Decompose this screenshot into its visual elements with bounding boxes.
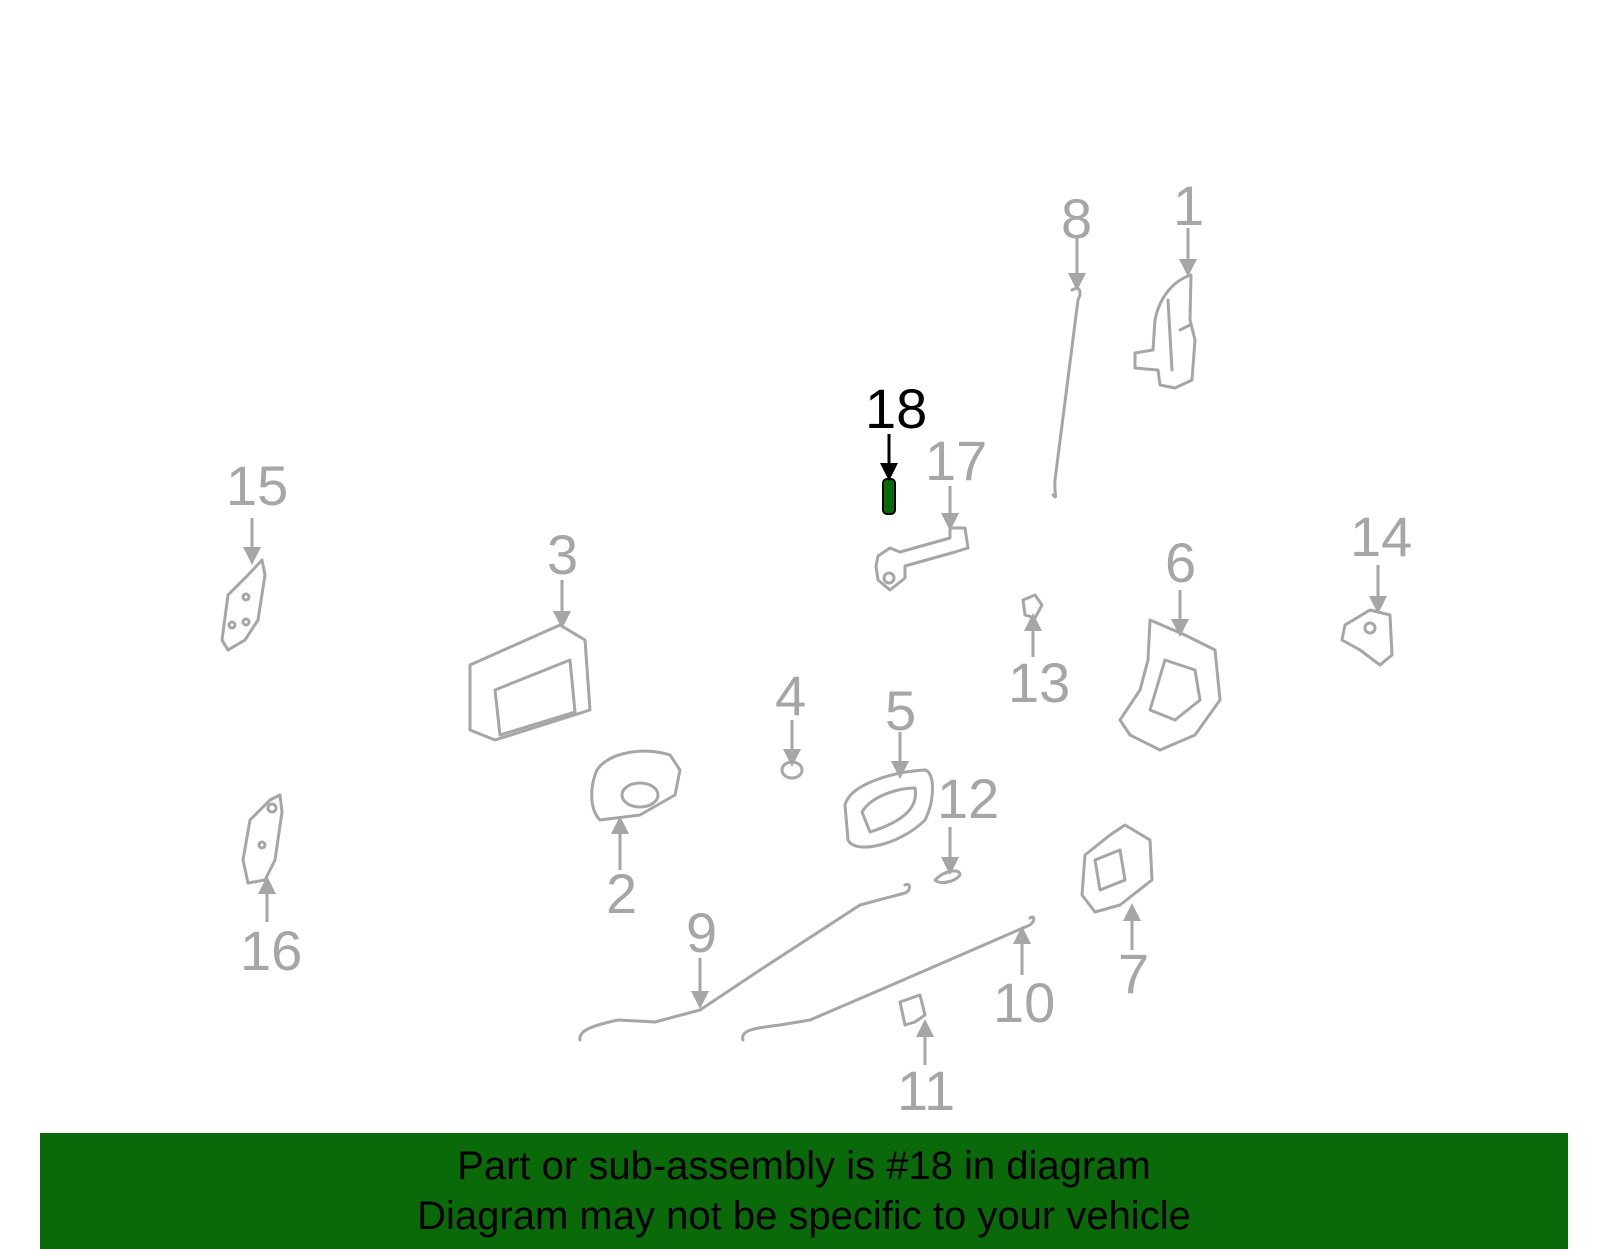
callout-15: 15 — [226, 454, 288, 517]
callout-18: 18 — [865, 377, 927, 440]
part-6-latch[interactable]: 6 — [1118, 531, 1222, 752]
part-14-striker[interactable]: 14 — [1340, 505, 1412, 667]
part-9-rod[interactable]: 9 — [578, 882, 911, 1042]
callout-9: 9 — [686, 901, 717, 964]
part-16-hinge[interactable]: 16 — [240, 793, 302, 982]
part-10-rod[interactable]: 10 — [741, 915, 1056, 1042]
part-1-outer-handle[interactable]: 1 — [1133, 174, 1204, 390]
part-11-bracket[interactable]: 11 — [897, 993, 955, 1122]
callout-8: 8 — [1061, 187, 1092, 250]
callout-3: 3 — [547, 523, 578, 586]
callout-14: 14 — [1350, 505, 1412, 568]
part-7-actuator[interactable]: 7 — [1080, 823, 1154, 1005]
part-5-escutcheon[interactable]: 5 — [843, 679, 934, 849]
callout-17: 17 — [925, 429, 987, 492]
callout-1: 1 — [1173, 174, 1204, 237]
part-4-clip[interactable]: 4 — [775, 664, 806, 780]
callout-4: 4 — [775, 664, 806, 727]
part-8-rod[interactable]: 8 — [1051, 187, 1092, 499]
info-banner: Part or sub-assembly is #18 in diagram D… — [40, 1133, 1568, 1249]
part-13-grommet[interactable]: 13 — [1008, 593, 1070, 714]
callout-5: 5 — [885, 679, 916, 742]
banner-line-2: Diagram may not be specific to your vehi… — [417, 1194, 1191, 1238]
callout-16: 16 — [240, 919, 302, 982]
callout-7: 7 — [1118, 942, 1149, 1005]
part-18-highlighted[interactable]: 18 — [865, 377, 927, 515]
callout-6: 6 — [1165, 531, 1196, 594]
part-17-door-check[interactable]: 17 — [874, 429, 987, 592]
banner-line-1: Part or sub-assembly is #18 in diagram — [457, 1144, 1151, 1188]
part-3-bezel[interactable]: 3 — [468, 523, 592, 742]
callout-11: 11 — [897, 1059, 955, 1122]
part-12-clip[interactable]: 12 — [933, 767, 999, 884]
callout-12: 12 — [937, 767, 999, 830]
part-2-inner-handle[interactable]: 2 — [590, 749, 682, 925]
callout-2: 2 — [606, 862, 637, 925]
callout-13: 13 — [1008, 651, 1070, 714]
part-15-hinge[interactable]: 15 — [220, 454, 288, 652]
part-18-shape[interactable] — [882, 478, 896, 515]
callout-10: 10 — [993, 971, 1055, 1034]
